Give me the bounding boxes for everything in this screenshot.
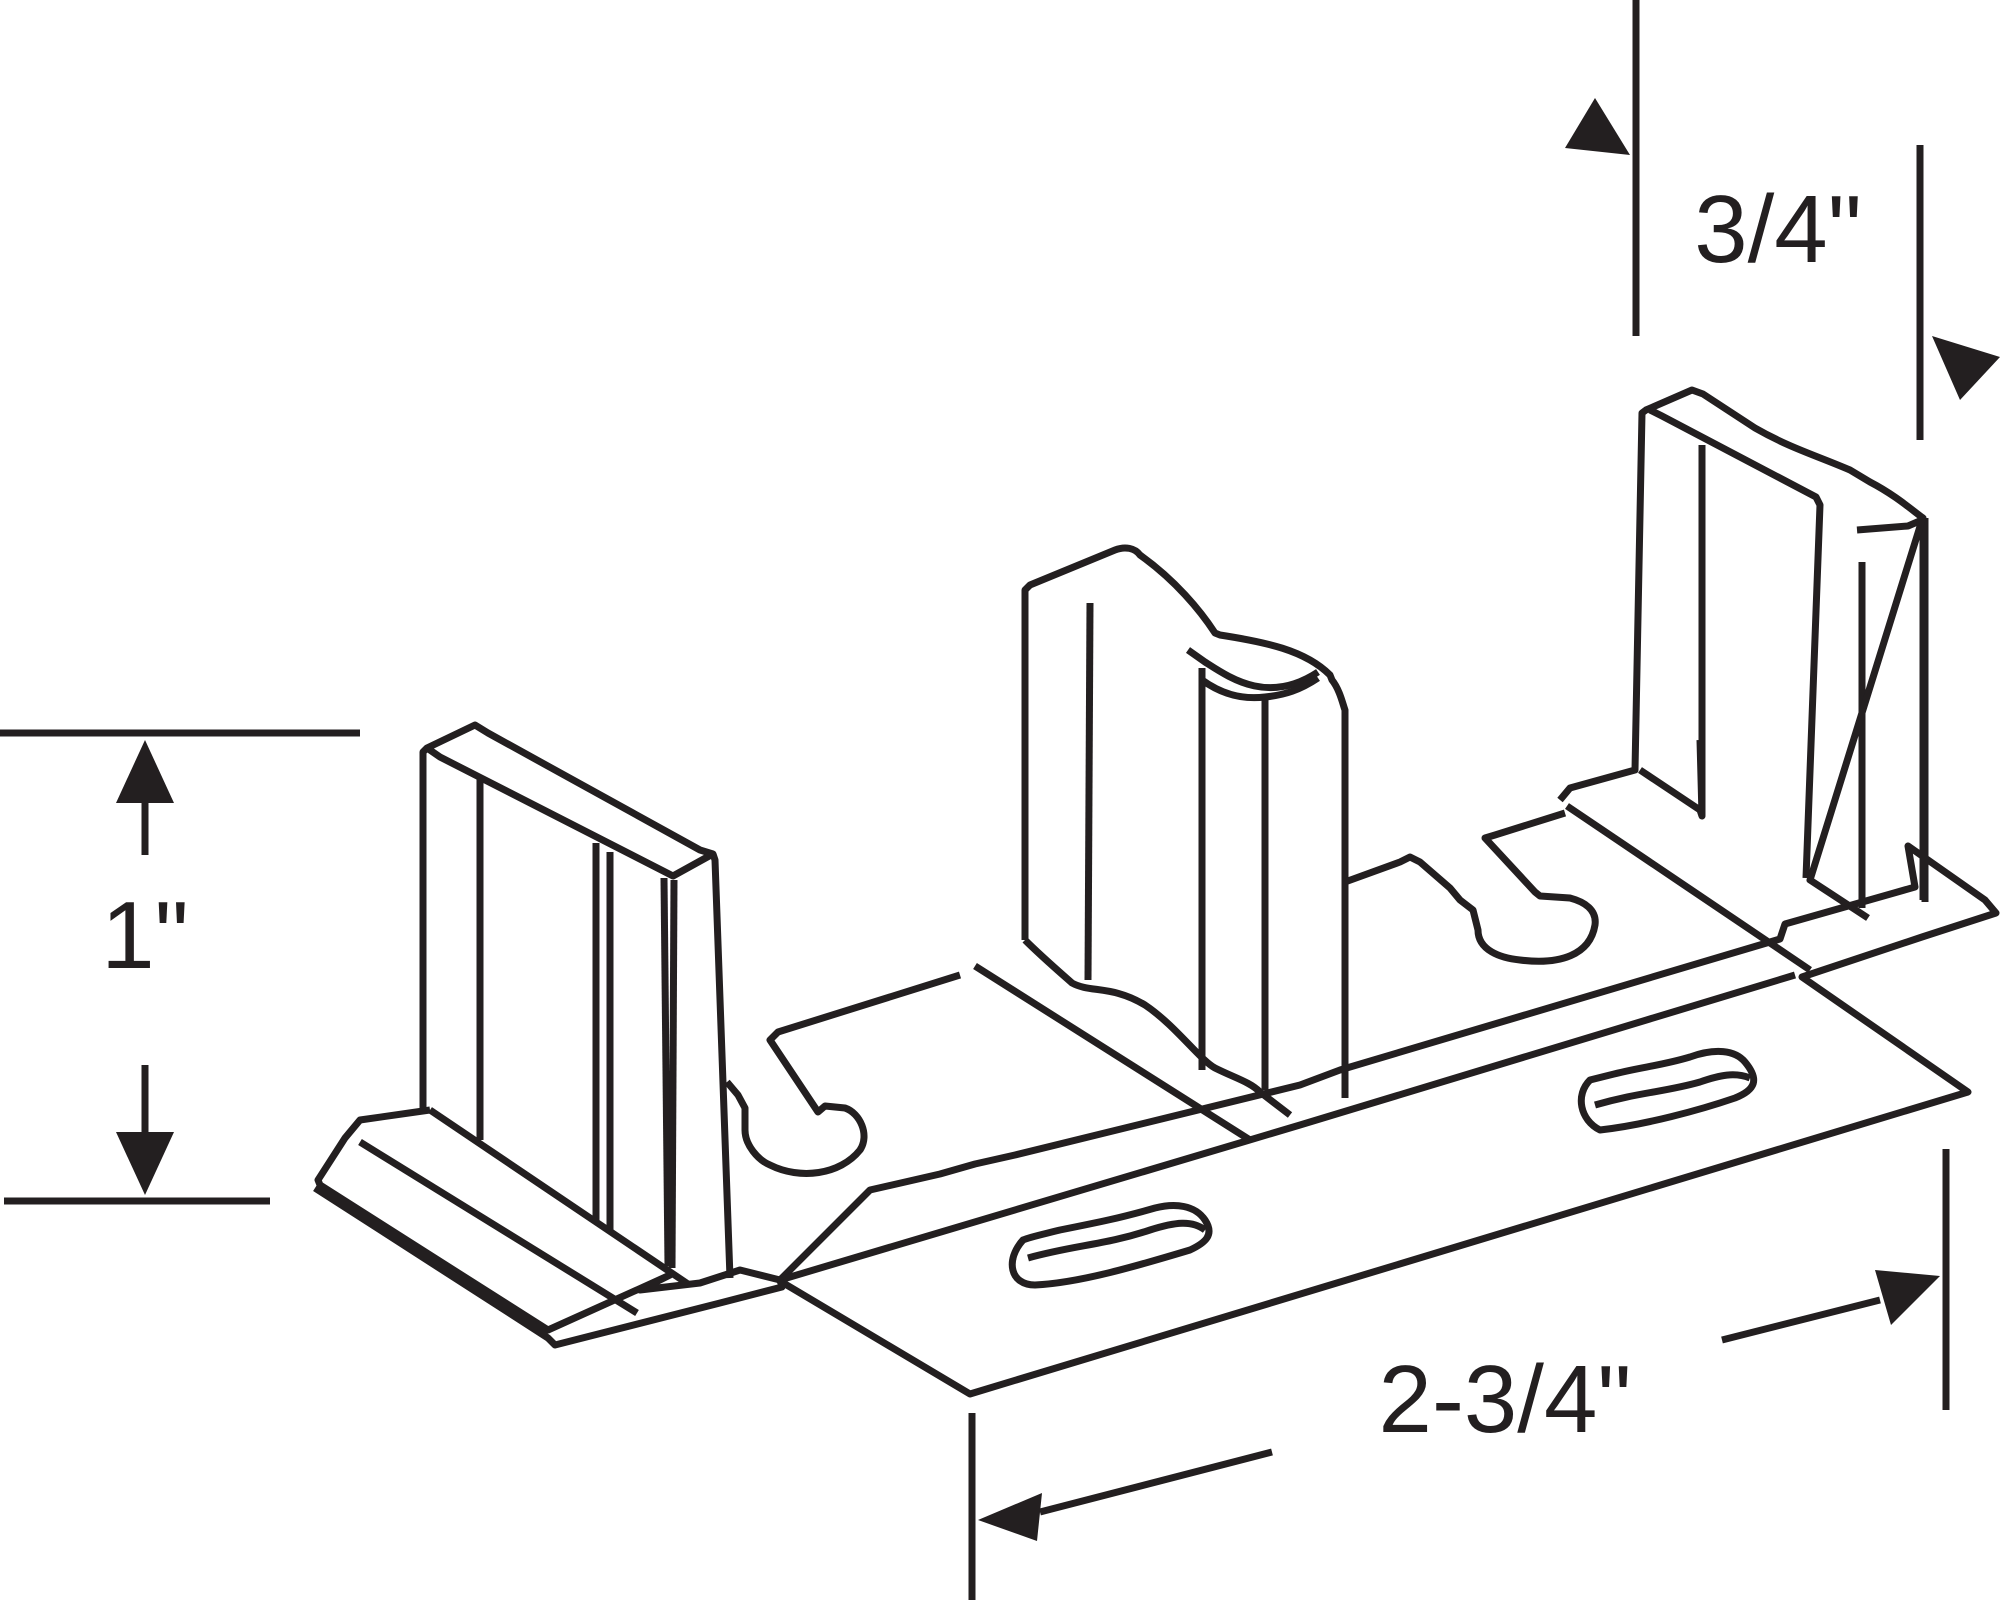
right-post-back-edge: [1638, 739, 1706, 820]
height-dimension: 1": [0, 729, 360, 1205]
width-dimension-line-left: [1039, 1448, 1273, 1516]
width-arrow-left-icon: [978, 1493, 1042, 1541]
depth-arrow-right-icon: [1932, 336, 2000, 400]
left-foot-rail: [428, 1107, 690, 1287]
left-foot-inner-edge: [358, 1139, 639, 1316]
middle-post-outline: [1021, 544, 1349, 1098]
mounting-slot-left-inner: [1027, 1219, 1208, 1262]
right-post-top-face: [1648, 406, 1824, 879]
right-hook: [1343, 809, 1599, 965]
right-post-tab: [1806, 516, 1926, 921]
height-dimension-label: 1": [101, 882, 188, 989]
middle-post-fold-1: [1084, 602, 1094, 981]
middle-post-inner-curve: [1199, 675, 1320, 702]
depth-arrow-left-icon: [1565, 98, 1630, 155]
bracket-part-drawing: [313, 386, 2000, 1398]
middle-post-front-curve: [1022, 937, 1293, 1118]
left-post-fold-5: [668, 879, 678, 1269]
width-dimension: 2-3/4": [968, 1149, 1950, 1600]
left-post-outline: [419, 721, 734, 1279]
base-plate-front-edge: [779, 971, 1797, 1284]
mounting-slot-right-inner: [1594, 1071, 1752, 1109]
width-arrow-right-icon: [1875, 1270, 1940, 1325]
width-dimension-line-right: [1721, 1296, 1881, 1344]
depth-dimension: 3/4": [1565, 0, 2000, 440]
base-plate-outline: [776, 842, 2000, 1398]
right-post-outline: [1557, 386, 1927, 900]
left-hook: [724, 971, 962, 1177]
left-foot-outline: [313, 1106, 786, 1349]
base-top-edge-right: [1565, 803, 1812, 973]
width-dimension-label: 2-3/4": [1379, 1346, 1632, 1453]
left-post-top-face: [425, 745, 713, 880]
base-top-edge-middle: [973, 963, 1252, 1143]
mounting-slot-left: [1008, 1202, 1213, 1289]
mounting-slot-right: [1577, 1047, 1758, 1134]
left-post-fold-4: [660, 877, 672, 1267]
depth-dimension-label: 3/4": [1694, 176, 1862, 283]
height-arrow-up-icon: [116, 740, 174, 803]
height-arrow-down-icon: [116, 1132, 174, 1195]
middle-post-notch: [1185, 647, 1320, 692]
